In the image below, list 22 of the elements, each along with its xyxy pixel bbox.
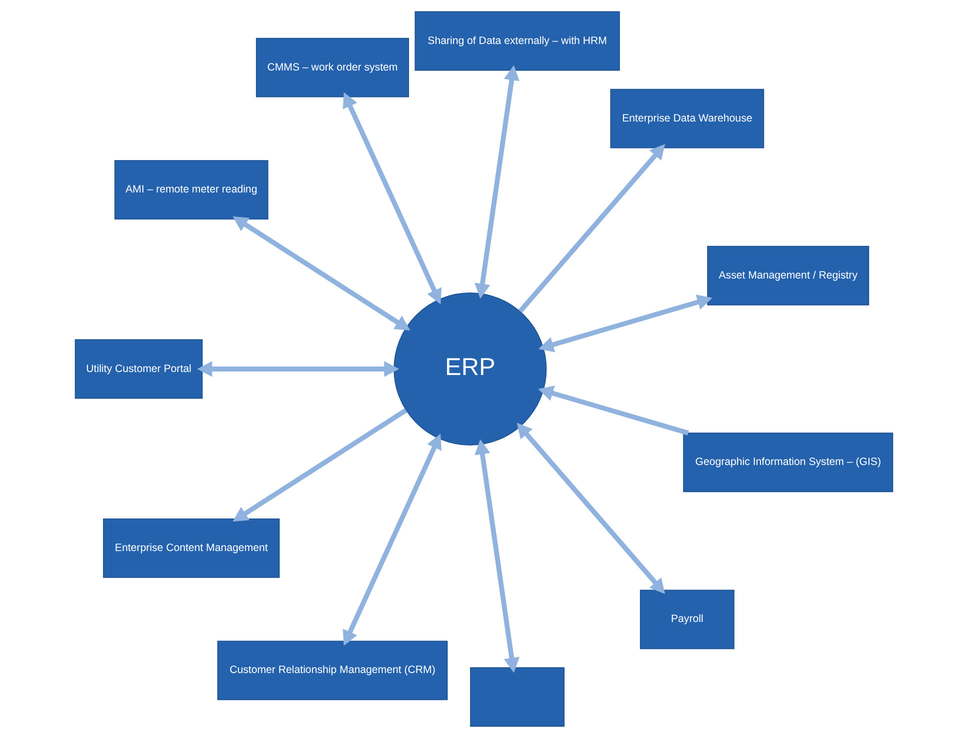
arrow bbox=[474, 65, 519, 299]
arrow bbox=[232, 408, 407, 522]
node-box: Customer Relationship Management (CRM) bbox=[216, 640, 448, 700]
arrow bbox=[342, 92, 442, 304]
arrow bbox=[518, 144, 665, 313]
arrow bbox=[538, 294, 712, 352]
arrow bbox=[196, 361, 399, 377]
node-box: Geographic Information System – (GIS) bbox=[682, 432, 893, 492]
node-box: Sharing of Data externally – with HRM bbox=[414, 11, 620, 71]
arrow bbox=[232, 216, 410, 331]
node-box: Enterprise Data Warehouse bbox=[610, 88, 764, 148]
arrow bbox=[342, 434, 442, 646]
node-box: CMMS – work order system bbox=[255, 38, 409, 98]
node-box bbox=[470, 667, 564, 727]
node-box: Enterprise Content Management bbox=[102, 518, 280, 578]
node-box: AMI – remote meter reading bbox=[114, 160, 268, 220]
node-box: Payroll bbox=[639, 590, 734, 650]
arrow bbox=[474, 439, 519, 673]
arrow bbox=[516, 422, 665, 594]
arrow bbox=[538, 386, 688, 436]
node-box: Utility Customer Portal bbox=[74, 339, 202, 399]
node-box: Asset Management / Registry bbox=[706, 246, 869, 306]
